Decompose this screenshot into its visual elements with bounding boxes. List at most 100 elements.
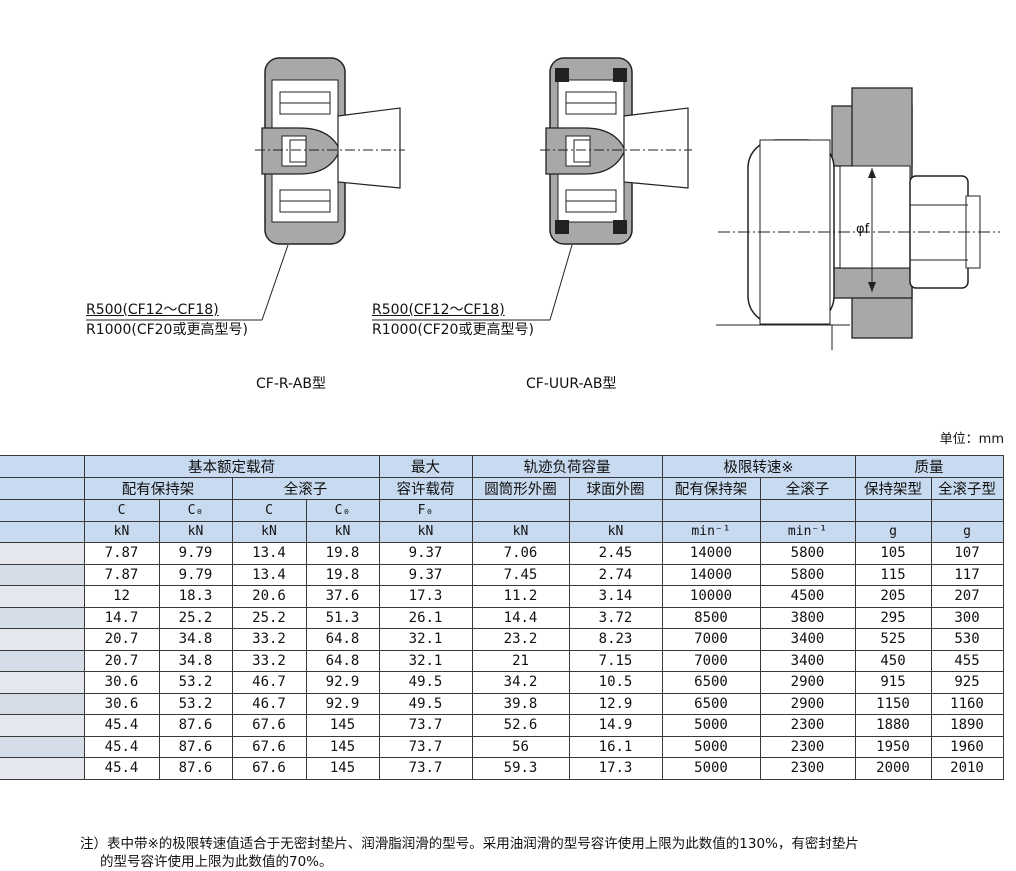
table-cell: 1890 — [930, 714, 1004, 737]
unit-kn: kN — [158, 520, 233, 543]
header-full-roller: 全滚子 — [231, 477, 380, 500]
table-cell: 2010 — [930, 757, 1004, 780]
table-cell: 53.2 — [158, 671, 233, 694]
unit-kn: kN — [83, 520, 160, 543]
table-cell: 9.37 — [378, 563, 473, 586]
table-cell: 20.7 — [83, 649, 160, 672]
table-cell: 20.6 — [231, 585, 307, 608]
table-cell: 34.8 — [158, 649, 233, 672]
table-cell: 295 — [854, 606, 932, 629]
table-cell: 64.8 — [305, 649, 380, 672]
table-cell: 53.2 — [158, 692, 233, 715]
table-cell: 67.6 — [231, 757, 307, 780]
table-cell: 33.2 — [231, 649, 307, 672]
table-cell: 8.23 — [568, 628, 663, 651]
table-cell: 67.6 — [231, 714, 307, 737]
table-cell: 46.7 — [231, 692, 307, 715]
table-cell: 1880 — [854, 714, 932, 737]
table-cell: 45.4 — [83, 714, 160, 737]
header-basic-load: 基本额定载荷 — [83, 455, 380, 478]
table-cell: 11.2 — [471, 585, 570, 608]
table-cell: 45.4 — [83, 735, 160, 758]
table-cell: 14.9 — [568, 714, 663, 737]
header-f0: F₀ — [378, 499, 473, 522]
footnote-line-2: 的型号容许使用上限为此数值的70%。 — [100, 854, 333, 870]
table-cell: 17.3 — [568, 757, 663, 780]
table-cell: 450 — [854, 649, 932, 672]
table-cell: 4500 — [759, 585, 856, 608]
cf-uur-ab-caption: CF-UUR-AB型 — [526, 376, 617, 392]
unit-kn: kN — [568, 520, 663, 543]
table-cell: 145 — [305, 757, 380, 780]
row-lead-cell — [0, 757, 85, 780]
table-cell: 20.7 — [83, 628, 160, 651]
row-lead-cell — [0, 606, 85, 629]
table-cell: 26.1 — [378, 606, 473, 629]
table-cell: 30.6 — [83, 692, 160, 715]
table-cell: 5800 — [759, 563, 856, 586]
table-cell: 67.6 — [231, 735, 307, 758]
table-cell: 525 — [854, 628, 932, 651]
bearing-drawings — [86, 57, 1000, 350]
footnote-line-1: 注）表中带※的极限转速值适合于无密封垫片、润滑脂润滑的型号。采用油润滑的型号容许… — [80, 836, 859, 852]
table-cell: 92.9 — [305, 692, 380, 715]
row-lead-cell — [0, 628, 85, 651]
table-cell: 25.2 — [231, 606, 307, 629]
table-cell: 3800 — [759, 606, 856, 629]
header-limit-speed: 极限转速※ — [661, 455, 856, 478]
footnote: 注）表中带※的极限转速值适合于无密封垫片、润滑脂润滑的型号。采用油润滑的型号容许… — [80, 835, 1010, 871]
table-cell: 18.3 — [158, 585, 233, 608]
table-cell: 87.6 — [158, 714, 233, 737]
table-cell: 39.8 — [471, 692, 570, 715]
table-cell: 455 — [930, 649, 1004, 672]
table-cell: 45.4 — [83, 757, 160, 780]
table-cell: 925 — [930, 671, 1004, 694]
row-lead-cell — [0, 585, 85, 608]
header-max-allow-1: 最大 — [378, 455, 473, 478]
row-lead-cell — [0, 671, 85, 694]
table-cell: 9.79 — [158, 563, 233, 586]
table-cell: 5800 — [759, 542, 856, 565]
table-cell: 115 — [854, 563, 932, 586]
table-cell: 1960 — [930, 735, 1004, 758]
table-cell: 87.6 — [158, 757, 233, 780]
table-cell: 145 — [305, 735, 380, 758]
unit-g: g — [930, 520, 1004, 543]
table-cell: 7.87 — [83, 563, 160, 586]
table-cell: 7000 — [661, 649, 761, 672]
table-cell: 1150 — [854, 692, 932, 715]
table-cell: 3.72 — [568, 606, 663, 629]
header-track-load: 轨迹负荷容量 — [471, 455, 663, 478]
callout-line-1: R500(CF12～CF18) — [86, 302, 219, 318]
table-cell: 530 — [930, 628, 1004, 651]
table-cell: 87.6 — [158, 735, 233, 758]
table-cell: 23.2 — [471, 628, 570, 651]
table-cell: 10.5 — [568, 671, 663, 694]
header-cyl-outer: 圆筒形外圈 — [471, 477, 570, 500]
cf-uur-ab-drawing — [372, 57, 692, 321]
table-cell: 145 — [305, 714, 380, 737]
unit-kn: kN — [378, 520, 473, 543]
row-lead-cell — [0, 542, 85, 565]
table-cell: 13.4 — [231, 563, 307, 586]
cf-r-ab-caption: CF-R-AB型 — [256, 376, 326, 392]
table-cell: 3400 — [759, 628, 856, 651]
table-cell: 105 — [854, 542, 932, 565]
table-cell: 3.14 — [568, 585, 663, 608]
table-cell: 7000 — [661, 628, 761, 651]
table-cell: 21 — [471, 649, 570, 672]
cf-r-ab-drawing — [86, 57, 405, 321]
table-cell: 30.6 — [83, 671, 160, 694]
table-cell: 6500 — [661, 692, 761, 715]
table-cell: 915 — [854, 671, 932, 694]
table-cell: 33.2 — [231, 628, 307, 651]
table-cell: 51.3 — [305, 606, 380, 629]
